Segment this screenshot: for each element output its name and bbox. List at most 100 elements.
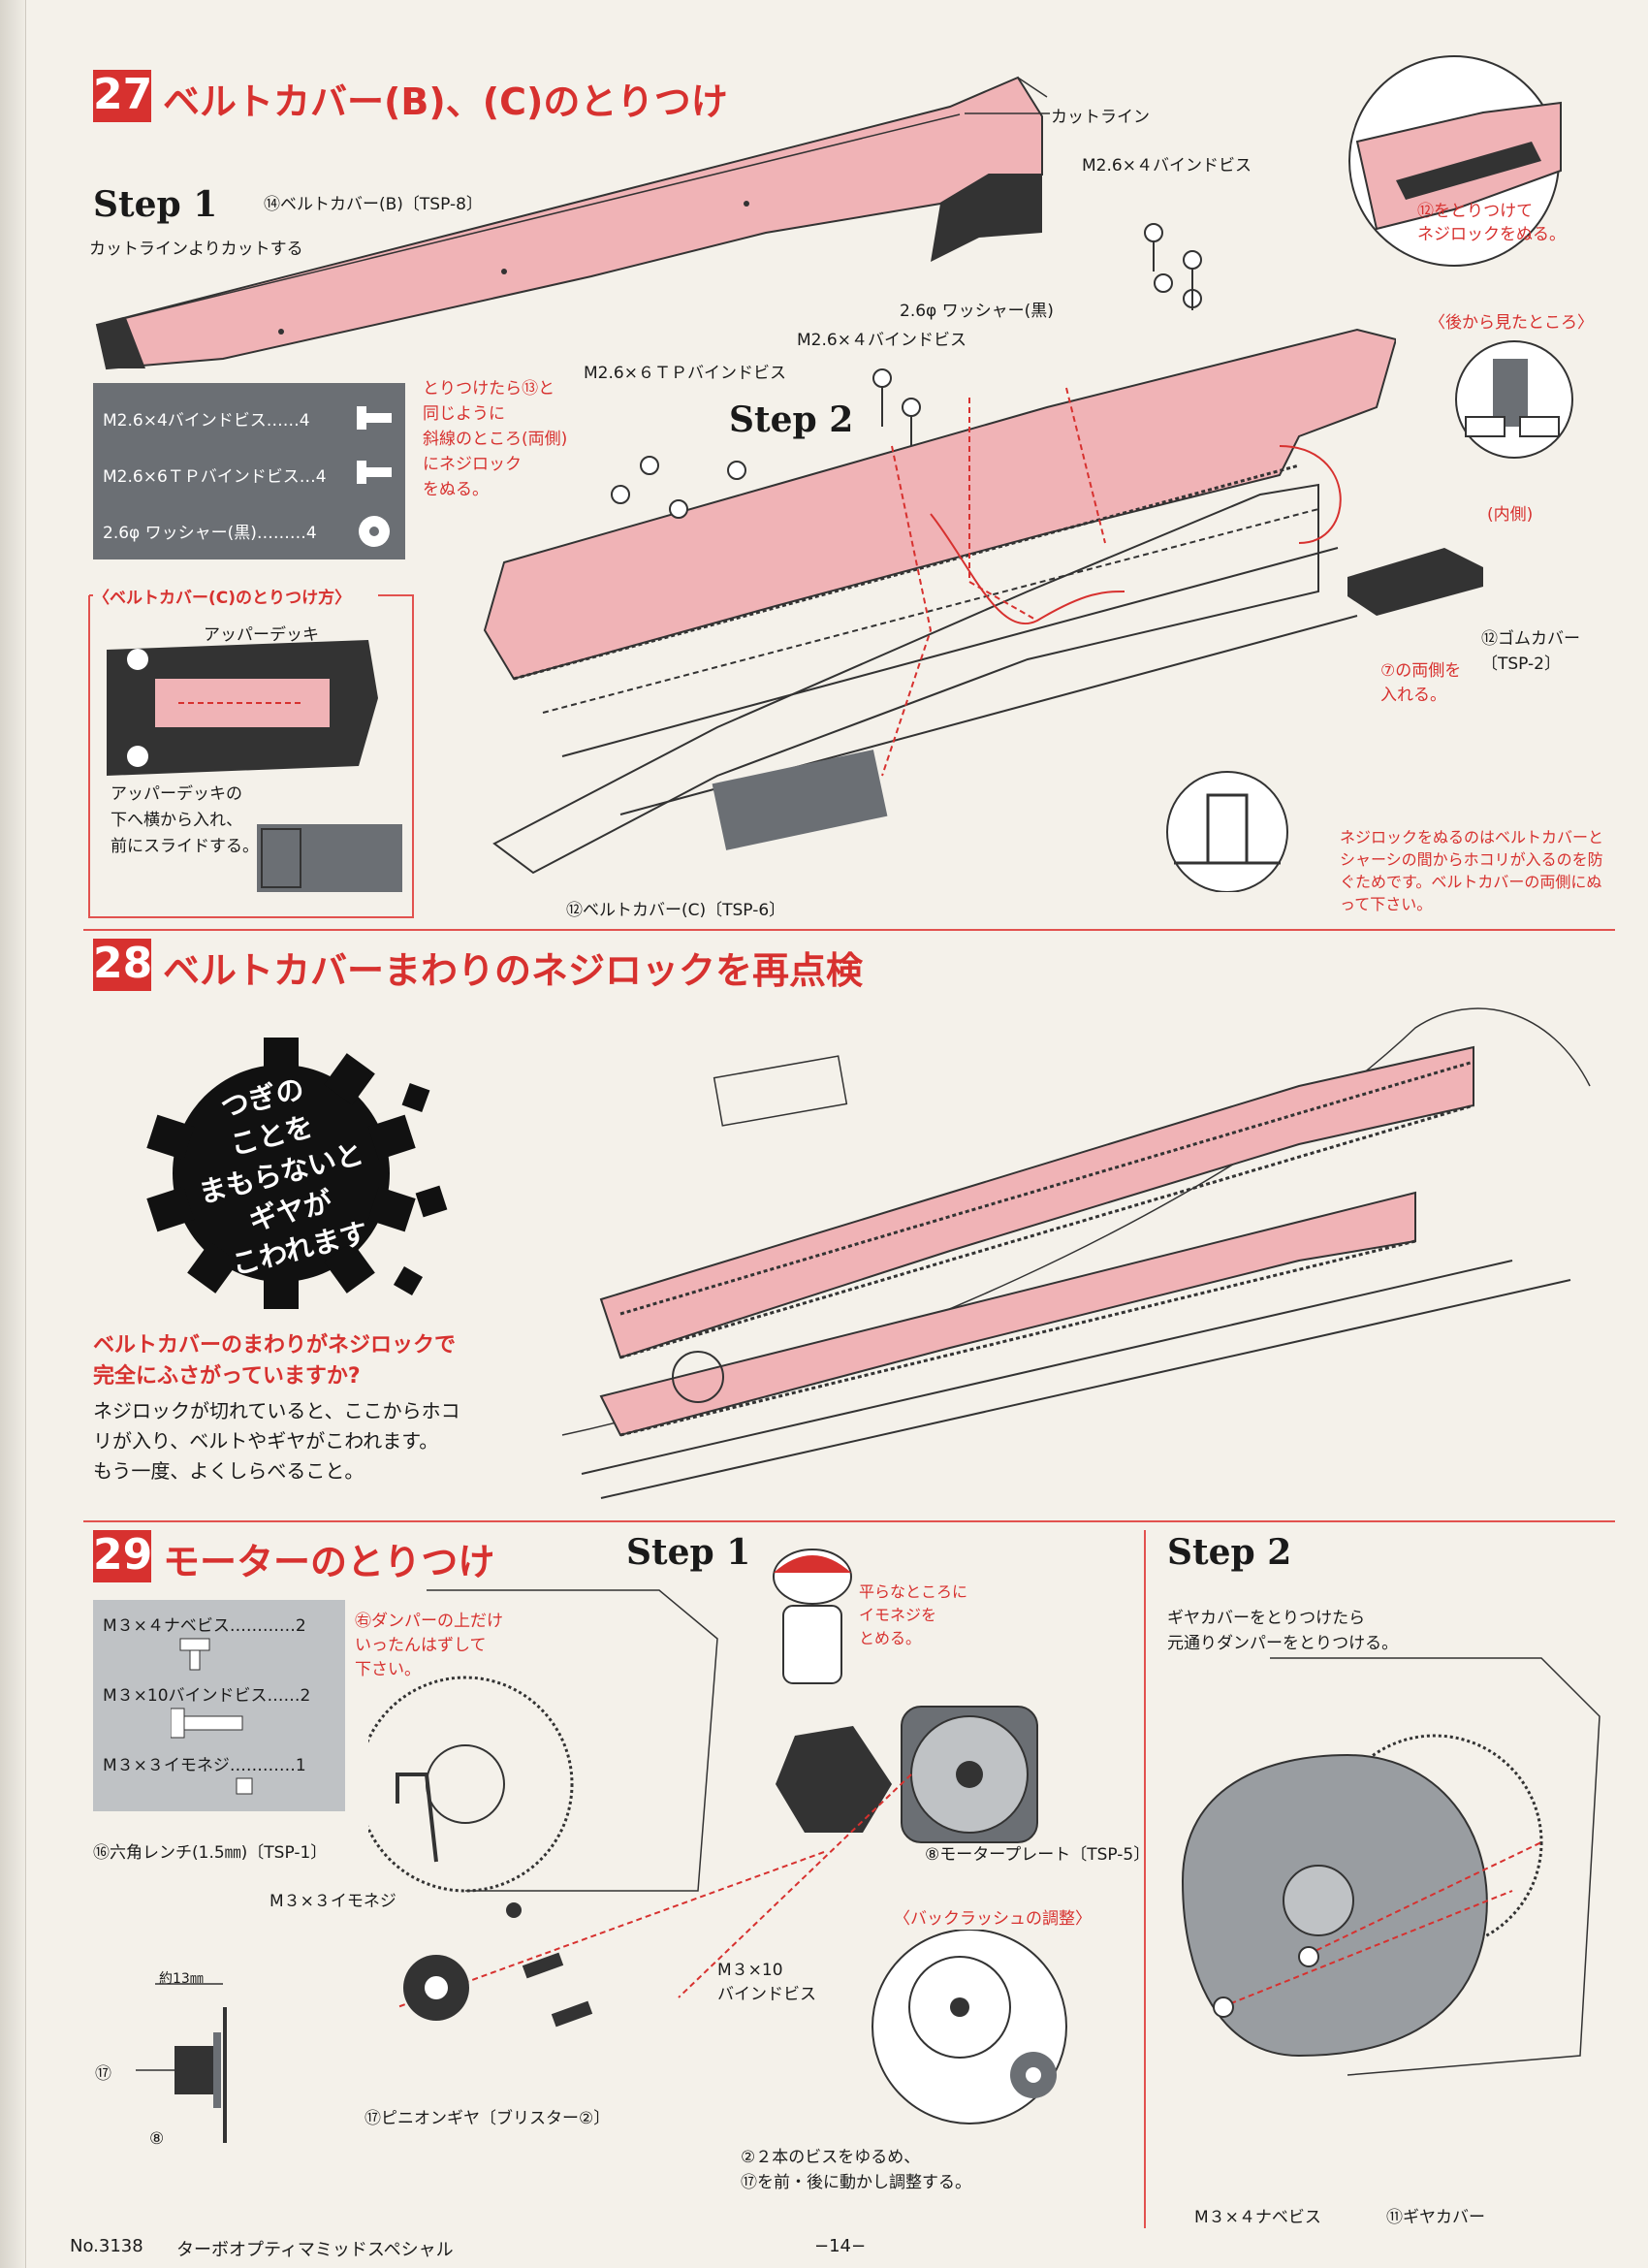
- footer-model-name: ターボオプティマミッドスペシャル: [176, 2240, 454, 2260]
- body-line: もう一度、よくしらべること。: [93, 1459, 364, 1483]
- damper-note-line: 下さい。: [355, 1660, 421, 1679]
- s27-inset-magnifier: [1348, 55, 1562, 267]
- s27-note-line: にネジロック: [423, 455, 522, 474]
- both-sides-line: ⑦の両側を: [1380, 661, 1462, 681]
- reason-line: ネジロックをぬるのはベルトカバーと: [1340, 828, 1604, 847]
- section-divider: [83, 1520, 1615, 1522]
- section-28-number: 28: [93, 939, 152, 991]
- s27-screws-drawing: [611, 223, 1202, 519]
- s28-chassis-drawing: [561, 1007, 1591, 1499]
- screw-m26x4-label-a: M2.6×４バインドビス: [1082, 156, 1252, 176]
- belt-cover-c-mount-frame: [88, 594, 414, 918]
- s29-part-2: M３×10バインドビス……2: [103, 1686, 311, 1706]
- screw-m26x4-label-b: M2.6×４バインドビス: [797, 331, 967, 350]
- s29-step2-heading: Step 2: [1167, 1532, 1292, 1573]
- pinion-side-view: [136, 1983, 227, 2143]
- footer-model-number: No.3138: [70, 2236, 143, 2256]
- callout-17: ⑰: [95, 2064, 111, 2084]
- backlash-note-line: ⑰を前・後に動かし調整する。: [741, 2173, 971, 2192]
- s27-inset-note: ⑫をとりつけて ネジロックをぬる。: [1417, 200, 1566, 246]
- reason-line: シャーシの間からホコリが入るのを防: [1340, 850, 1603, 869]
- belt-cover-b-drawing: [95, 76, 1048, 370]
- damper-note: ㊨ダンパーの上だけ いったんはずして 下さい。: [355, 1610, 503, 1682]
- slide-note-line: アッパーデッキの: [111, 784, 242, 804]
- flat-note-line: 平らなところに: [859, 1582, 968, 1601]
- hex-wrench-label: ⑯六角レンチ(1.5㎜)〔TSP-1〕: [93, 1843, 328, 1863]
- body-line: ネジロックが切れていると、ここからホコ: [93, 1399, 460, 1422]
- slide-note-line: 前にスライドする。: [111, 837, 259, 856]
- backlash-note: ②２本のビスをゆるめ、 ⑰を前・後に動かし調整する。: [741, 2145, 971, 2195]
- s27-note-line: 斜線のところ(両側): [423, 430, 568, 449]
- s27-parts-icons: [357, 406, 392, 547]
- s29-step1-heading: Step 1: [626, 1532, 751, 1573]
- upper-deck-label: アッパーデッキ: [204, 625, 319, 645]
- gear-cover-label: ⑪ギヤカバー: [1386, 2208, 1485, 2227]
- warning-gear-icon: [146, 1038, 448, 1309]
- damper-note-line: ㊨ダンパーの上だけ: [355, 1612, 503, 1631]
- mechanic-figure: [773, 1549, 852, 1684]
- s29-parts-icons: [171, 1638, 253, 1795]
- rear-view-detail: [1455, 340, 1573, 459]
- s27-step1-note: カットラインよりカットする: [89, 240, 303, 259]
- s27-part-3: 2.6φ ワッシャー(黒)………4: [103, 524, 317, 543]
- s29-parts-box: M３×４ナベビス…………2 M３×10バインドビス……2 M３×３イモネジ…………: [93, 1600, 345, 1811]
- s27-note-line: 同じように: [423, 404, 505, 424]
- section-29-title: モーターのとりつけ: [163, 1541, 495, 1583]
- binding-edge: [0, 0, 26, 2268]
- s29-part-3: M３×３イモネジ…………1: [103, 1756, 306, 1775]
- threadlock-reason-note: ネジロックをぬるのはベルトカバーと シャーシの間からホコリが入るのを防 ぐためで…: [1340, 826, 1603, 915]
- backlash-note-line: ②２本のビスをゆるめ、: [741, 2148, 921, 2167]
- rubber-cover-line: 〔TSP-2〕: [1481, 655, 1562, 674]
- s28-question: ベルトカバーのまわりがネジロックで 完全にふさがっていますか?: [93, 1330, 456, 1392]
- s27-part-2: M2.6×6ＴＰバインドビス…4: [103, 467, 327, 487]
- rubber-cover-label: ⑫ゴムカバー 〔TSP-2〕: [1481, 626, 1580, 677]
- upper-deck-slide-note: アッパーデッキの 下へ横から入れ、 前にスライドする。: [111, 782, 259, 860]
- both-sides-note: ⑦の両側を 入れる。: [1380, 659, 1461, 708]
- reason-line: ぐためです。ベルトカバーの両側にぬ: [1340, 873, 1602, 891]
- washer-label: 2.6φ ワッシャー(黒): [900, 302, 1054, 321]
- s29-part-1: M３×４ナベビス…………2: [103, 1616, 306, 1636]
- backlash-title: 〈バックラッシュの調整〉: [894, 1909, 1092, 1929]
- reason-line: って下さい。: [1340, 895, 1433, 913]
- s27-note-line: とりつけたら⑬と: [423, 379, 555, 399]
- s27-step2-heading: Step 2: [729, 399, 854, 440]
- question-line: 完全にふさがっていますか?: [93, 1364, 361, 1389]
- m3x10-line: M３×10: [717, 1961, 783, 1980]
- inner-side-label: (内側): [1487, 505, 1534, 525]
- step-divider: [1144, 1530, 1146, 2228]
- set-screw-label: M３×３イモネジ: [269, 1892, 396, 1911]
- m3x10-line: バインドビス: [717, 1985, 816, 2004]
- inset-note-line: ⑫をとりつけて: [1417, 202, 1534, 221]
- s27-step1-heading: Step 1: [93, 184, 218, 225]
- section-28-title: ベルトカバーまわりのネジロックを再点検: [163, 949, 864, 992]
- flat-surface-note: 平らなところに イモネジを とめる。: [859, 1581, 967, 1650]
- section-29-number: 29: [93, 1530, 152, 1582]
- both-sides-line: 入れる。: [1380, 686, 1446, 705]
- flat-note-line: イモネジを: [859, 1606, 937, 1624]
- m3x10-screw-label: M３×10 バインドビス: [717, 1959, 816, 2007]
- belt-cover-c-label: ⑫ベルトカバー(C)〔TSP-6〕: [566, 901, 786, 920]
- damper-note-line: いったんはずして: [355, 1636, 487, 1655]
- approx-13mm-label: 約13㎜: [159, 1971, 204, 1987]
- rubber-cover-line: ⑫ゴムカバー: [1481, 629, 1580, 649]
- s27-parts-box: M2.6×4バインドビス……4 M2.6×6ＴＰバインドビス…4 2.6φ ワッ…: [93, 383, 405, 559]
- s27-step2-chassis-drawing: [483, 328, 1396, 875]
- step2-note-line: 元通りダンパーをとりつける。: [1167, 1634, 1399, 1653]
- section-divider: [83, 929, 1615, 931]
- cut-line-label: カットライン: [1051, 108, 1150, 127]
- cut-line-leader: [965, 112, 1050, 114]
- rubber-cover-part: [1347, 548, 1483, 616]
- threadlock-detail-circle: [1166, 771, 1288, 892]
- s29-step1-drawing: [368, 1589, 1038, 2028]
- backlash-detail: [872, 1930, 1067, 2124]
- pinion-gear-label: ⑰ピニオンギヤ〔ブリスター②〕: [364, 2109, 611, 2128]
- s27-part-1: M2.6×4バインドビス……4: [103, 411, 310, 431]
- belt-cover-b-label: ⑭ベルトカバー(B)〔TSP-8〕: [264, 195, 483, 214]
- step2-note-line: ギヤカバーをとりつけたら: [1167, 1609, 1366, 1628]
- screw-m26x6-label: M2.6×６ＴＰバインドビス: [584, 364, 786, 383]
- flat-note-line: とめる。: [859, 1629, 922, 1647]
- rear-view-label: 〈後から見たところ〉: [1429, 313, 1594, 333]
- motor-plate-label: ⑧モータープレート〔TSP-5〕: [925, 1845, 1151, 1865]
- body-line: リが入り、ベルトやギヤがこわれます。: [93, 1429, 439, 1453]
